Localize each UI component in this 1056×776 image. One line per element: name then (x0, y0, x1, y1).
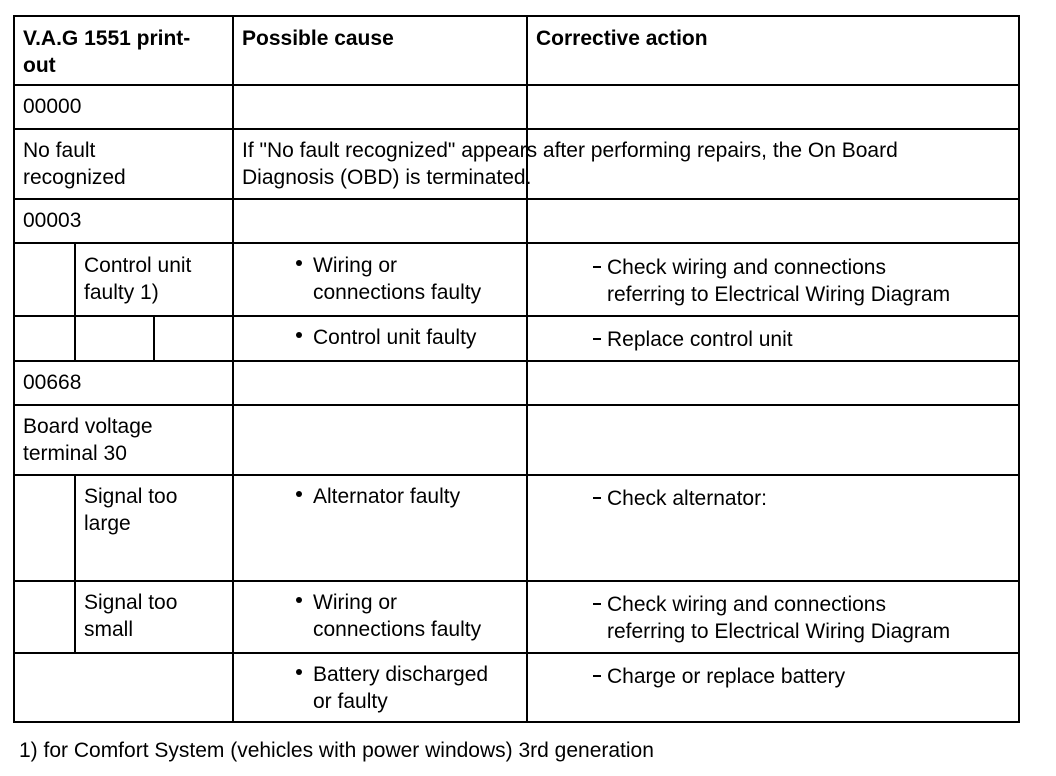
cause-alternator-faulty: Alternator faulty (313, 485, 461, 508)
bullet-icon (296, 669, 302, 675)
dash-icon (593, 266, 601, 268)
header-corrective-action: Corrective action (536, 27, 708, 50)
footnote: 1) for Comfort System (vehicles with pow… (19, 739, 654, 762)
action-check-wiring-2: Check wiring and connections referring t… (607, 593, 951, 643)
table-border-right (1018, 15, 1020, 723)
cause-wiring-faulty: Wiring or connections faulty (313, 254, 482, 304)
dash-icon (593, 338, 601, 340)
fault-code-00003: 00003 (23, 209, 82, 232)
cause-control-unit-faulty: Control unit faulty (313, 326, 477, 349)
dash-icon (593, 675, 601, 677)
row-divider (13, 198, 1020, 200)
table-border-top (13, 15, 1020, 17)
row-divider (13, 580, 1020, 582)
fault-code-00000: 00000 (23, 95, 82, 118)
sub-column-divider (74, 242, 76, 360)
fault-table: V.A.G 1551 print- out Possible cause Cor… (13, 15, 1020, 723)
bullet-icon (296, 597, 302, 603)
action-charge-battery: Charge or replace battery (607, 665, 846, 688)
sub-column-divider (74, 474, 76, 652)
table-border-left (13, 15, 15, 723)
no-fault-label: No fault recognized (23, 139, 126, 189)
cause-wiring-faulty-2: Wiring or connections faulty (313, 591, 482, 641)
bullet-icon (296, 332, 302, 338)
no-fault-note: If "No fault recognized" appears after p… (242, 139, 898, 189)
sub-column-divider (153, 315, 155, 360)
row-divider (13, 474, 1020, 476)
dash-icon (593, 497, 601, 499)
row-divider (13, 652, 1020, 654)
signal-too-small-label: Signal too small (84, 591, 178, 641)
row-divider (13, 315, 1020, 317)
dash-icon (593, 603, 601, 605)
table-border-bottom (13, 721, 1020, 723)
bullet-icon (296, 260, 302, 266)
row-divider (13, 84, 1020, 86)
column-divider (526, 15, 528, 723)
action-check-alternator: Check alternator: (607, 487, 767, 510)
cause-battery: Battery discharged or faulty (313, 663, 489, 713)
board-voltage-label: Board voltage terminal 30 (23, 415, 153, 465)
column-divider (232, 15, 234, 723)
action-check-wiring: Check wiring and connections referring t… (607, 256, 951, 306)
header-printout: V.A.G 1551 print- out (23, 27, 191, 77)
row-divider (13, 128, 1020, 130)
fault-code-00668: 00668 (23, 371, 82, 394)
row-divider (13, 242, 1020, 244)
control-unit-faulty-label: Control unit faulty 1) (84, 254, 192, 304)
bullet-icon (296, 491, 302, 497)
signal-too-large-label: Signal too large (84, 485, 178, 535)
action-replace-control-unit: Replace control unit (607, 328, 793, 351)
row-divider (13, 360, 1020, 362)
header-possible-cause: Possible cause (242, 27, 394, 50)
row-divider (13, 404, 1020, 406)
